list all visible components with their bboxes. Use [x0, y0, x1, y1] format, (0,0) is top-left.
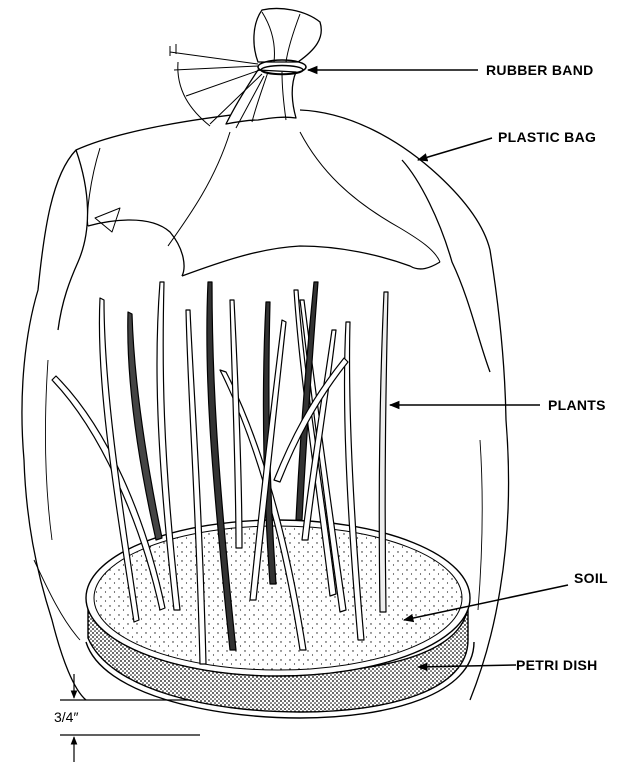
bag-flap — [95, 208, 120, 232]
bag-pleat-2 — [300, 132, 440, 262]
bag-fold-right — [402, 160, 490, 372]
plants-label: PLANTS — [548, 397, 606, 413]
bag-crease-right — [478, 440, 482, 610]
label-plants: PLANTS — [390, 397, 606, 413]
bag-fold-top — [88, 220, 184, 276]
bag-fold-left — [58, 150, 88, 330]
arrow-plastic-bag — [418, 138, 492, 160]
bag-left-lower — [34, 560, 80, 640]
rubber-band-label: RUBBER BAND — [486, 62, 594, 78]
label-plastic-bag: PLASTIC BAG — [418, 129, 596, 160]
bag-crease-left — [45, 360, 52, 540]
plant-blade-8 — [230, 300, 242, 548]
dimension-label: 3/4″ — [54, 709, 78, 725]
soil-label: SOIL — [574, 570, 608, 586]
petri-dish-label: PETRI DISH — [516, 657, 598, 673]
bag-pleat-3 — [88, 148, 101, 226]
label-rubber-band: RUBBER BAND — [308, 62, 594, 78]
rubber-band-curve — [178, 62, 210, 126]
bag-fold-mid — [182, 246, 440, 276]
bag-pleat-1 — [168, 132, 230, 246]
plastic-bag-label: PLASTIC BAG — [498, 129, 596, 145]
